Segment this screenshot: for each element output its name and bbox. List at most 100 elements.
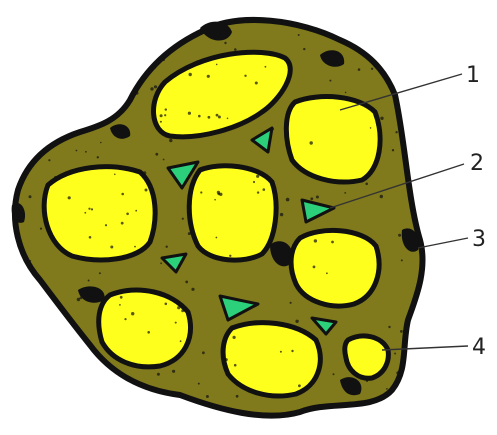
speckle-dot <box>87 290 90 293</box>
speckle-dot <box>365 183 368 186</box>
speckle-dot <box>185 281 188 284</box>
speckle-dot <box>224 42 226 44</box>
speckle-dot <box>154 67 156 69</box>
speckle-dot <box>366 380 368 382</box>
label-1: 1 <box>466 63 480 88</box>
speckle-dot <box>188 232 191 235</box>
speckle-dot <box>121 193 124 196</box>
speckle-dot <box>398 234 401 237</box>
mineral-grain <box>345 336 389 378</box>
mineral-grain <box>189 166 276 260</box>
speckle-dot <box>310 197 313 200</box>
speckle-dot <box>303 48 305 50</box>
speckle-dot <box>380 195 383 198</box>
speckle-dot <box>126 213 129 216</box>
speckle-dot <box>229 255 231 257</box>
speckle-dot <box>253 181 255 183</box>
speckle-dot <box>150 87 153 90</box>
speckle-dot <box>255 82 258 85</box>
speckle-dot <box>135 210 137 212</box>
speckle-dot <box>236 395 239 398</box>
speckle-dot <box>114 174 116 176</box>
speckle-dot <box>191 288 194 291</box>
speckle-dot <box>199 170 201 172</box>
speckle-dot <box>154 85 157 88</box>
speckle-dot <box>145 189 148 192</box>
speckle-dot <box>84 212 86 214</box>
speckle-dot <box>298 34 300 36</box>
speckle-dot <box>344 192 346 194</box>
speckle-dot <box>371 68 373 70</box>
speckle-dot <box>392 149 394 151</box>
speckle-dot <box>400 330 403 333</box>
speckle-dot <box>182 69 185 72</box>
speckle-dot <box>216 114 219 117</box>
mineral-grain <box>44 167 155 260</box>
speckle-dot <box>200 191 202 193</box>
speckle-dot <box>207 75 210 78</box>
leader-line-3 <box>418 238 468 248</box>
speckle-dot <box>189 73 192 76</box>
speckle-dot <box>157 373 160 376</box>
speckle-dot <box>97 156 99 158</box>
speckle-dot <box>218 193 221 196</box>
speckle-dot <box>29 260 31 262</box>
speckle-dot <box>326 272 328 274</box>
speckle-dot <box>263 52 266 55</box>
speckle-dot <box>76 150 78 152</box>
speckle-dot <box>369 239 371 241</box>
speckle-dot <box>214 199 216 201</box>
speckle-dot <box>160 114 163 117</box>
speckle-dot <box>124 318 126 320</box>
speckle-dot <box>380 117 383 120</box>
speckle-dot <box>401 259 403 261</box>
speckle-dot <box>198 383 200 385</box>
speckle-dot <box>119 304 121 306</box>
speckle-dot <box>89 236 92 239</box>
speckle-dot <box>234 48 237 51</box>
speckle-dot <box>202 351 205 354</box>
speckle-dot <box>131 312 134 315</box>
speckle-dot <box>264 321 267 324</box>
speckle-dot <box>163 159 165 161</box>
speckle-dot <box>181 309 184 312</box>
speckle-dot <box>227 118 229 120</box>
speckle-dot <box>291 350 293 352</box>
speckle-dot <box>225 358 228 361</box>
speckle-dot <box>121 222 124 225</box>
speckle-dot <box>358 68 361 71</box>
speckle-dot <box>40 228 42 230</box>
speckle-dot <box>91 208 93 210</box>
speckle-dot <box>230 378 232 380</box>
speckle-dot <box>166 246 168 248</box>
speckle-dot <box>165 303 168 306</box>
speckle-dot <box>177 306 180 309</box>
mineral-grain <box>291 230 379 306</box>
speckle-dot <box>54 176 56 178</box>
speckle-dot <box>147 331 150 334</box>
speckle-dot <box>290 302 292 304</box>
speckle-dot <box>244 75 246 77</box>
speckle-dot <box>143 171 146 174</box>
speckle-dot <box>169 139 172 142</box>
speckle-dot <box>182 218 184 220</box>
speckle-dot <box>370 127 372 129</box>
speckle-dot <box>343 304 346 307</box>
speckle-dot <box>188 112 191 115</box>
speckle-dot <box>394 353 396 355</box>
speckle-dot <box>272 128 274 130</box>
speckle-dot <box>396 371 399 374</box>
speckle-dot <box>313 266 316 269</box>
speckle-dot <box>314 239 317 242</box>
speckle-dot <box>333 373 335 375</box>
speckle-dot <box>292 103 295 106</box>
speckle-dot <box>280 213 283 216</box>
speckle-dot <box>257 191 259 193</box>
speckle-dot <box>99 272 101 274</box>
speckle-dot <box>280 351 282 353</box>
speckle-dot <box>234 364 237 367</box>
speckle-dot <box>29 195 32 198</box>
speckle-dot <box>329 80 331 82</box>
speckle-dot <box>395 131 397 133</box>
